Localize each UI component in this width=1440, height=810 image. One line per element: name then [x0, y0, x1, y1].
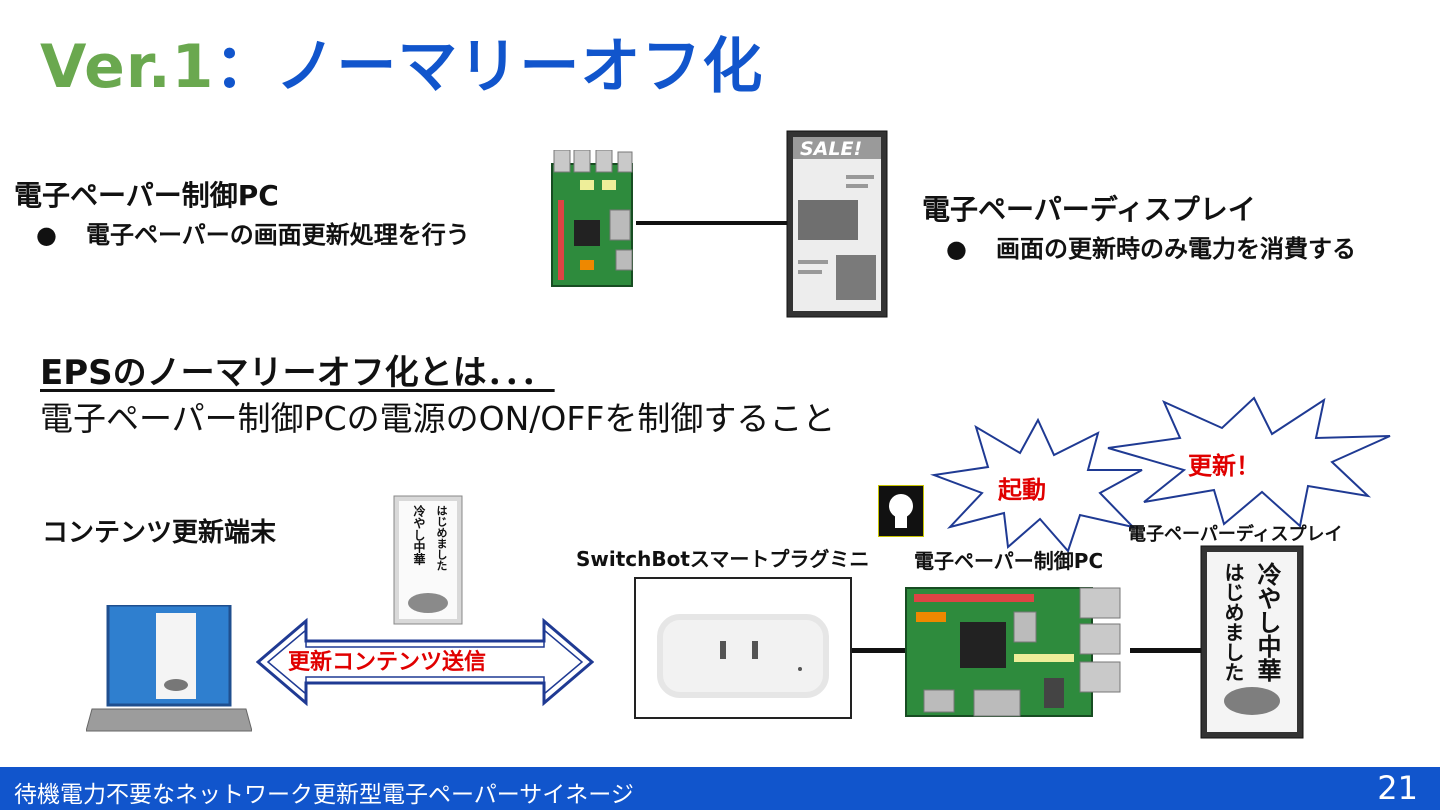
burst-start	[930, 417, 1143, 553]
footer-bar: 待機電力不要なネットワーク更新型電子ペーパーサイネージ 21	[0, 767, 1440, 810]
content-terminal-label: コンテンツ更新端末	[42, 518, 277, 548]
control-pc-heading: 電子ペーパー制御PC	[14, 179, 279, 212]
burst-update	[1107, 396, 1391, 528]
lightbulb-icon	[878, 485, 924, 537]
epaper-display-bottom	[1200, 545, 1304, 739]
epaper-display-top	[786, 130, 888, 318]
sale-label: SALE!	[800, 138, 863, 160]
display-heading: 電子ペーパーディスプレイ	[922, 193, 1256, 226]
bullet-dot: ●	[36, 221, 57, 249]
raspberry-pi-board-top	[551, 150, 633, 287]
bullet-dot: ●	[946, 235, 967, 263]
control-pc-bullet: ● 電子ペーパーの画面更新処理を行う	[36, 215, 470, 250]
title-main: ：ノーマリーオフ化	[214, 32, 764, 102]
poster-text-line1: 冷やし中華	[412, 505, 426, 565]
arrow-label: 更新コンテンツ送信	[288, 650, 487, 675]
connection-line-plug	[852, 648, 908, 653]
eps-heading: EPSのノーマリーオフ化とは．．．	[40, 353, 555, 393]
control-pc-bullet-text: 電子ペーパーの画面更新処理を行う	[86, 221, 470, 249]
raspberry-pi-board-bottom	[905, 587, 1121, 717]
display-bullet: ● 画面の更新時のみ電力を消費する	[946, 229, 1356, 264]
display-bullet-text: 画面の更新時のみ電力を消費する	[996, 235, 1356, 263]
poster-text-line2: はじめました	[435, 505, 448, 571]
display-poster-text2: はじめました	[1221, 562, 1245, 682]
footer-title: 待機電力不要なネットワーク更新型電子ペーパーサイネージ	[14, 782, 634, 808]
connection-line-display	[1130, 648, 1202, 653]
control-pc-label: 電子ペーパー制御PC	[914, 549, 1104, 573]
page-number: 21	[1377, 769, 1418, 807]
slide-title: Ver.1：ノーマリーオフ化	[40, 18, 763, 105]
burst-start-text: 起動	[998, 476, 1046, 504]
eps-description: 電子ペーパー制御PCの電源のON/OFFを制御すること	[40, 399, 836, 438]
smart-plug-image	[634, 577, 852, 719]
double-arrow-icon	[256, 617, 594, 707]
connection-line-top	[636, 221, 788, 225]
switchbot-label: SwitchBotスマートプラグミニ	[576, 547, 870, 571]
laptop-icon	[86, 605, 252, 732]
display-label: 電子ペーパーディスプレイ	[1128, 524, 1343, 545]
burst-update-text: 更新！	[1188, 452, 1260, 480]
title-version: Ver.1	[40, 32, 215, 102]
poster-floating	[393, 495, 463, 625]
display-poster-text1: 冷やし中華	[1253, 562, 1281, 682]
